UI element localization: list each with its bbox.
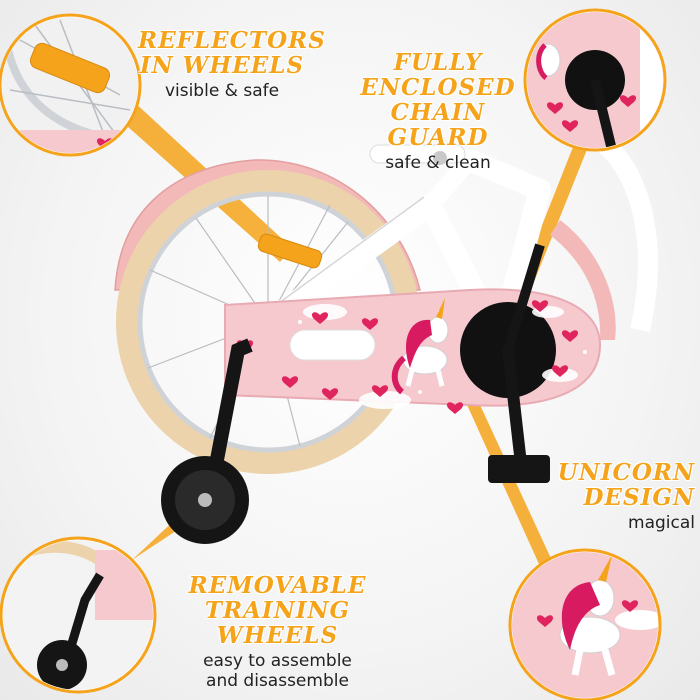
feature-title: Training Wheels [204, 597, 351, 649]
feature-chain-guard: Fully Enclosed Chain Guard safe & clean [338, 50, 538, 173]
unicorn-icon [391, 298, 449, 395]
front-fender [550, 220, 616, 340]
feature-training-wheels: Removable Training Wheels easy to assemb… [160, 573, 395, 691]
feature-reflectors: Reflectors in Wheels visible & safe [138, 27, 326, 101]
feature-description: easy to assemble [203, 651, 352, 671]
feature-title: in Wheels [139, 52, 305, 79]
feature-description: and disassemble [206, 671, 349, 691]
feature-title: Fully Enclosed [360, 49, 516, 101]
feature-title: Removable [188, 572, 367, 599]
feature-description: magical [628, 513, 695, 533]
inset-training-wheel [0, 536, 157, 694]
reflector-icon [257, 233, 323, 269]
chain-guard [224, 288, 602, 414]
inset-reflector [0, 13, 142, 157]
feature-unicorn-design: Unicorn Design magical [555, 460, 695, 533]
feature-title: Unicorn [557, 459, 695, 486]
inset-chain-guard [523, 8, 667, 152]
crank-pedal [488, 243, 550, 483]
frame-outline [267, 196, 425, 312]
feature-title: Chain Guard [387, 99, 489, 151]
inset-unicorn [508, 548, 662, 700]
feature-title: Design [583, 484, 695, 511]
feature-description: visible & safe [164, 81, 280, 101]
feature-title: Reflectors [138, 27, 326, 54]
feature-description: safe & clean [385, 153, 491, 173]
training-wheel [161, 338, 253, 544]
